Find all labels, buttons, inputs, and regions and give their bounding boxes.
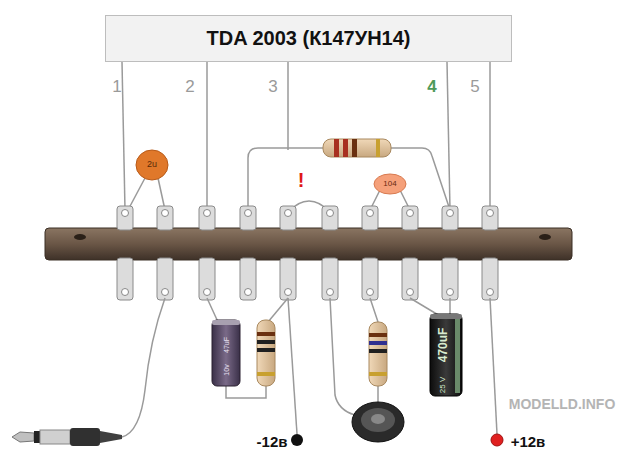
capacitor-value: 2u <box>147 160 157 169</box>
watermark: MODELLD.INFO <box>509 397 616 411</box>
pin-number: 3 <box>268 78 277 95</box>
pin-number: 5 <box>470 78 479 95</box>
resistor-symbol <box>369 322 387 386</box>
terminal-strip <box>45 228 572 260</box>
pin-number: 4 <box>427 78 436 95</box>
warning-mark: ! <box>298 170 305 190</box>
solder-lugs <box>117 206 498 300</box>
capacitor-value: 104 <box>383 180 396 188</box>
audio-jack <box>12 428 122 446</box>
bottom-leads <box>122 298 497 437</box>
supply-label: -12в <box>257 434 288 449</box>
chip-title: TDA 2003 (К147УН14) <box>207 27 411 50</box>
pin-number: 2 <box>185 78 194 95</box>
minus-terminal <box>291 434 303 446</box>
electrolytic-capacitor <box>212 320 240 386</box>
supply-label: +12в <box>511 434 546 449</box>
ceramic-capacitor <box>128 150 168 210</box>
resistor-symbol <box>323 139 391 157</box>
pin-leads <box>122 62 490 210</box>
electrolytic-capacitor <box>430 314 462 396</box>
capacitor-voltage: 10v <box>223 364 230 375</box>
capacitor-voltage: 25 V <box>439 377 447 393</box>
capacitor-value: 470uF <box>437 328 449 363</box>
chip-box: TDA 2003 (К147УН14) <box>105 15 512 62</box>
speaker-symbol <box>352 402 404 442</box>
plus-terminal <box>491 434 503 446</box>
pin-number: 1 <box>112 78 121 95</box>
capacitor-value: 47uF <box>223 337 230 353</box>
ceramic-capacitor <box>370 174 410 210</box>
resistor-symbol <box>257 320 275 386</box>
